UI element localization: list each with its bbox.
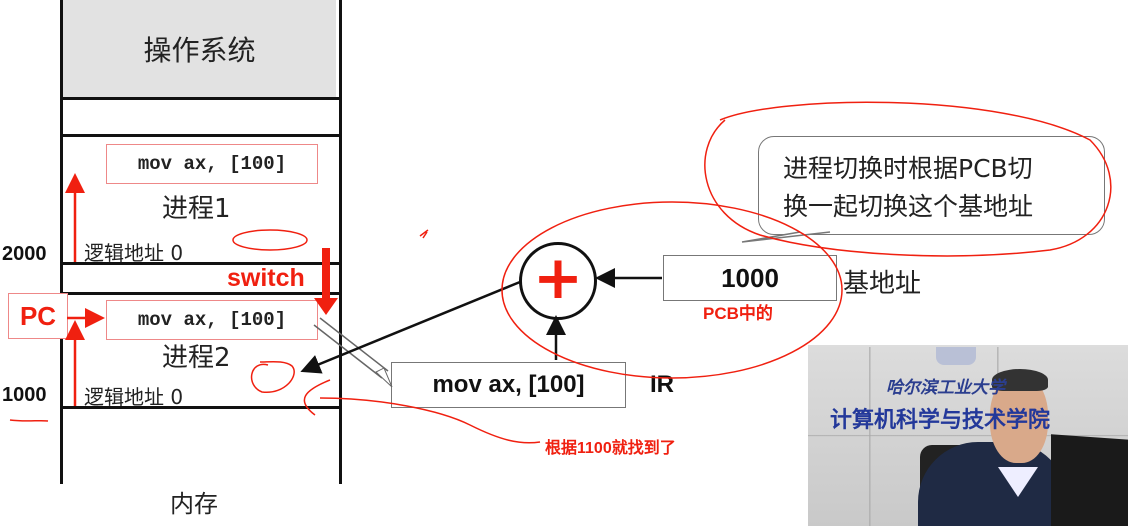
os-region: 操作系统 [63,0,336,97]
divider [60,134,339,137]
ir-register: mov ax, [100] [391,362,626,408]
pc-register: PC [8,293,68,339]
adder-circle: + [519,242,597,320]
lecturer-body [918,442,1068,526]
lecturer-video[interactable]: 哈尔滨工业大学 计算机科学与技术学院 [808,345,1128,526]
divider [60,97,339,100]
monitor [1051,434,1128,526]
pcb-note: PCB中的 [703,304,773,323]
callout-bubble: 进程切换时根据PCB切 换一起切换这个基地址 [758,136,1105,235]
fetch-arrowhead [375,367,393,388]
divider [60,262,339,265]
process2-logical-address: 逻辑地址 0 [84,385,184,409]
process1-logical-address: 逻辑地址 0 [84,241,184,265]
plus-icon: + [532,243,584,313]
process1-instruction: mov ax, [100] [106,144,318,184]
sign-school: 计算机科学与技术学院 [830,408,1051,433]
switch-label: switch [227,264,305,292]
ir-label: IR [650,371,674,398]
adder-to-memory-arrow [300,280,521,374]
process2-instruction: mov ax, [100] [106,300,318,340]
os-label: 操作系统 [143,33,256,67]
callout-line2: 换一起切换这个基地址 [783,192,1034,221]
process1-base-address: 2000 [2,243,47,265]
base-register: 1000 [663,255,837,301]
process1-label: 进程1 [162,194,231,224]
sign-university: 哈尔滨工业大学 [886,378,1005,398]
process2-base-address: 1000 [2,384,47,406]
lecturer-hair [992,369,1048,391]
process2-label: 进程2 [162,343,231,373]
handwritten-marks [9,101,1112,444]
callout-line1: 进程切换时根据PCB切 [783,154,1033,183]
callout-tail [741,231,831,243]
switch-arrow-icon [314,248,338,315]
divider [60,292,339,295]
memory-column [60,0,342,484]
university-logo [936,347,976,365]
fetch-arrow [313,317,389,379]
base-register-label: 基地址 [843,269,922,299]
handwritten-note: 根据1100就找到了 [545,440,676,457]
memory-caption: 内存 [170,490,218,518]
divider [60,406,339,409]
